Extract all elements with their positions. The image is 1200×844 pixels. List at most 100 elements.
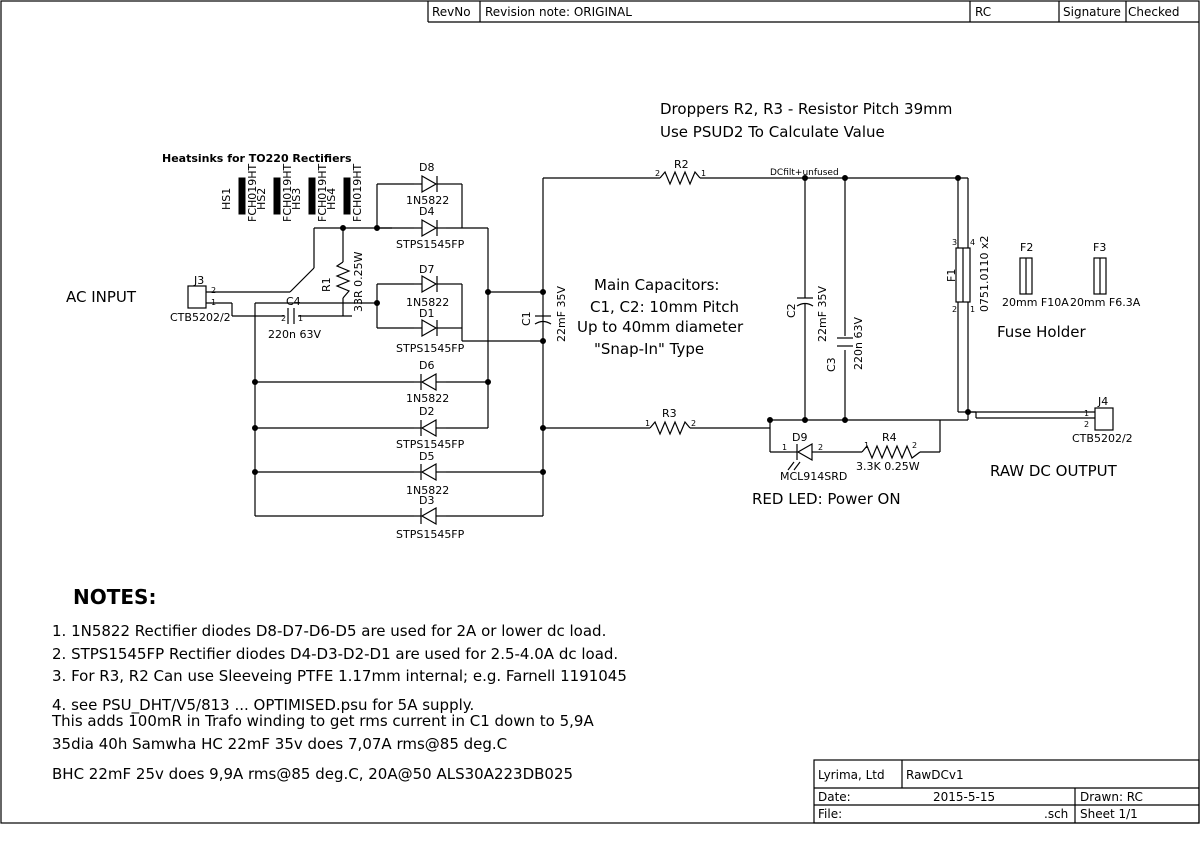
heatsink-hs4: HS4 FCH019HT xyxy=(325,163,364,222)
heatsink-hs3: HS3 FCH019HT xyxy=(290,163,329,222)
revision-block: RevNo Revision note: ORIGINAL RC Signatu… xyxy=(427,1,1199,23)
svg-text:1N5822: 1N5822 xyxy=(406,392,449,405)
note-line-4: 4. see PSU_DHT/V5/813 ... OPTIMISED.psu … xyxy=(52,696,474,715)
svg-text:22mF 35V: 22mF 35V xyxy=(555,285,568,342)
svg-text:STPS1545FP: STPS1545FP xyxy=(396,528,465,541)
date-label: Date: xyxy=(818,790,851,804)
diode-d1: D1 STPS1545FP xyxy=(396,307,465,355)
svg-text:F3: F3 xyxy=(1093,241,1106,254)
svg-text:33R 0.25W: 33R 0.25W xyxy=(352,251,365,312)
svg-text:STPS1545FP: STPS1545FP xyxy=(396,342,465,355)
note-line-1: 1. 1N5822 Rectifier diodes D8-D7-D6-D5 a… xyxy=(52,622,606,640)
main-caps-line4: "Snap-In" Type xyxy=(594,340,704,358)
droppers-note-line1: Droppers R2, R3 - Resistor Pitch 39mm xyxy=(660,100,952,118)
notes-heading: NOTES: xyxy=(73,585,156,609)
svg-text:HS1: HS1 xyxy=(220,188,233,210)
main-caps-line2: C1, C2: 10mm Pitch xyxy=(590,298,739,316)
svg-text:FCH019HT: FCH019HT xyxy=(316,163,329,222)
note-line-6: 35dia 40h Samwha HC 22mF 35v does 7,07A … xyxy=(52,735,507,753)
company-name: Lyrima, Ltd xyxy=(818,768,885,782)
resistor-r2: R2 2 1 xyxy=(655,158,706,186)
junctions xyxy=(252,175,971,475)
svg-text:D9: D9 xyxy=(792,431,807,444)
svg-text:1: 1 xyxy=(298,314,303,323)
svg-text:220n 63V: 220n 63V xyxy=(268,328,321,341)
svg-text:D8: D8 xyxy=(419,161,434,174)
svg-text:D3: D3 xyxy=(419,494,434,507)
heatsink-hs1: HS1 FCH019HT xyxy=(220,163,259,222)
svg-text:R3: R3 xyxy=(662,407,677,420)
svg-text:2: 2 xyxy=(281,314,286,323)
resistor-r1: R1 33R 0.25W xyxy=(320,251,365,312)
fuse-holder-label: Fuse Holder xyxy=(997,323,1087,341)
diode-d4: D4 STPS1545FP xyxy=(396,205,465,251)
svg-text:1: 1 xyxy=(782,443,787,452)
main-caps-line1: Main Capacitors: xyxy=(594,276,719,294)
svg-text:1: 1 xyxy=(701,169,706,178)
svg-text:220n 63V: 220n 63V xyxy=(852,317,865,370)
diode-d8: D8 1N5822 xyxy=(406,161,449,207)
svg-text:C4: C4 xyxy=(286,295,301,308)
svg-text:2: 2 xyxy=(691,419,696,428)
signature-header: Signature xyxy=(1063,5,1121,19)
main-caps-line3: Up to 40mm diameter xyxy=(577,318,744,336)
svg-text:HS4: HS4 xyxy=(325,188,338,210)
resistor-r4: R4 3.3K 0.25W 1 2 xyxy=(856,431,921,473)
capacitor-c3: C3 220n 63V xyxy=(825,317,865,372)
svg-text:C2: C2 xyxy=(785,303,798,318)
drawn-by: Drawn: RC xyxy=(1080,790,1143,804)
fuse-f2: F2 20mm F10A xyxy=(1002,241,1069,309)
raw-dc-output-label: RAW DC OUTPUT xyxy=(990,462,1118,480)
svg-text:1N5822: 1N5822 xyxy=(406,194,449,207)
svg-text:R1: R1 xyxy=(320,277,333,292)
file-label: File: xyxy=(818,807,842,821)
svg-text:J3: J3 xyxy=(193,274,204,287)
svg-text:2: 2 xyxy=(952,305,957,314)
svg-text:D5: D5 xyxy=(419,450,434,463)
svg-text:22mF 35V: 22mF 35V xyxy=(816,285,829,342)
net-label-dcfilt: DCfilt+unfused xyxy=(770,168,839,178)
diode-d6: D6 1N5822 xyxy=(406,359,449,405)
rc-header: RC xyxy=(975,5,991,19)
file-extension: .sch xyxy=(1044,807,1068,821)
svg-text:2: 2 xyxy=(211,286,216,295)
svg-text:F2: F2 xyxy=(1020,241,1033,254)
svg-text:F1: F1 xyxy=(945,269,958,282)
svg-text:R4: R4 xyxy=(882,431,897,444)
diode-d2: D2 STPS1545FP xyxy=(396,405,465,451)
svg-text:J4: J4 xyxy=(1097,395,1108,408)
date-value: 2015-5-15 xyxy=(933,790,995,804)
capacitor-c4: C4 220n 63V 2 1 xyxy=(268,295,321,341)
svg-text:2: 2 xyxy=(818,443,823,452)
svg-text:STPS1545FP: STPS1545FP xyxy=(396,238,465,251)
svg-text:1: 1 xyxy=(970,305,975,314)
svg-text:1: 1 xyxy=(1084,409,1089,418)
note-line-3: 3. For R3, R2 Can use Sleeveing PTFE 1.1… xyxy=(52,667,627,685)
sheet-border xyxy=(0,0,1200,824)
svg-text:1: 1 xyxy=(645,419,650,428)
svg-text:D2: D2 xyxy=(419,405,434,418)
svg-text:1N5822: 1N5822 xyxy=(406,296,449,309)
svg-text:2: 2 xyxy=(655,169,660,178)
svg-text:MCL914SRD: MCL914SRD xyxy=(780,470,847,483)
red-led-label: RED LED: Power ON xyxy=(752,490,901,508)
ac-input-label: AC INPUT xyxy=(66,288,137,306)
svg-text:C1: C1 xyxy=(520,311,533,326)
svg-text:HS2: HS2 xyxy=(255,188,268,210)
heatsinks-title: Heatsinks for TO220 Rectifiers xyxy=(162,152,352,165)
svg-text:D7: D7 xyxy=(419,263,434,276)
revno-header: RevNo xyxy=(432,5,471,19)
resistor-r3: R3 1 2 xyxy=(645,407,696,436)
fuse-f3: F3 20mm F6.3A xyxy=(1070,241,1141,309)
svg-text:D1: D1 xyxy=(419,307,434,320)
svg-text:20mm F10A: 20mm F10A xyxy=(1002,296,1069,309)
capacitor-c1: C1 22mF 35V xyxy=(520,285,568,342)
drawing-title: RawDCv1 xyxy=(906,768,964,782)
sheet-number: Sheet 1/1 xyxy=(1080,807,1138,821)
svg-text:3.3K 0.25W: 3.3K 0.25W xyxy=(856,460,920,473)
svg-text:R2: R2 xyxy=(674,158,689,171)
diode-d7: D7 1N5822 xyxy=(406,263,449,309)
note-line-7: BHC 22mF 25v does 9,9A rms@85 deg.C, 20A… xyxy=(52,765,573,783)
connector-j4: J4 CTB5202/2 1 2 xyxy=(1072,395,1133,445)
